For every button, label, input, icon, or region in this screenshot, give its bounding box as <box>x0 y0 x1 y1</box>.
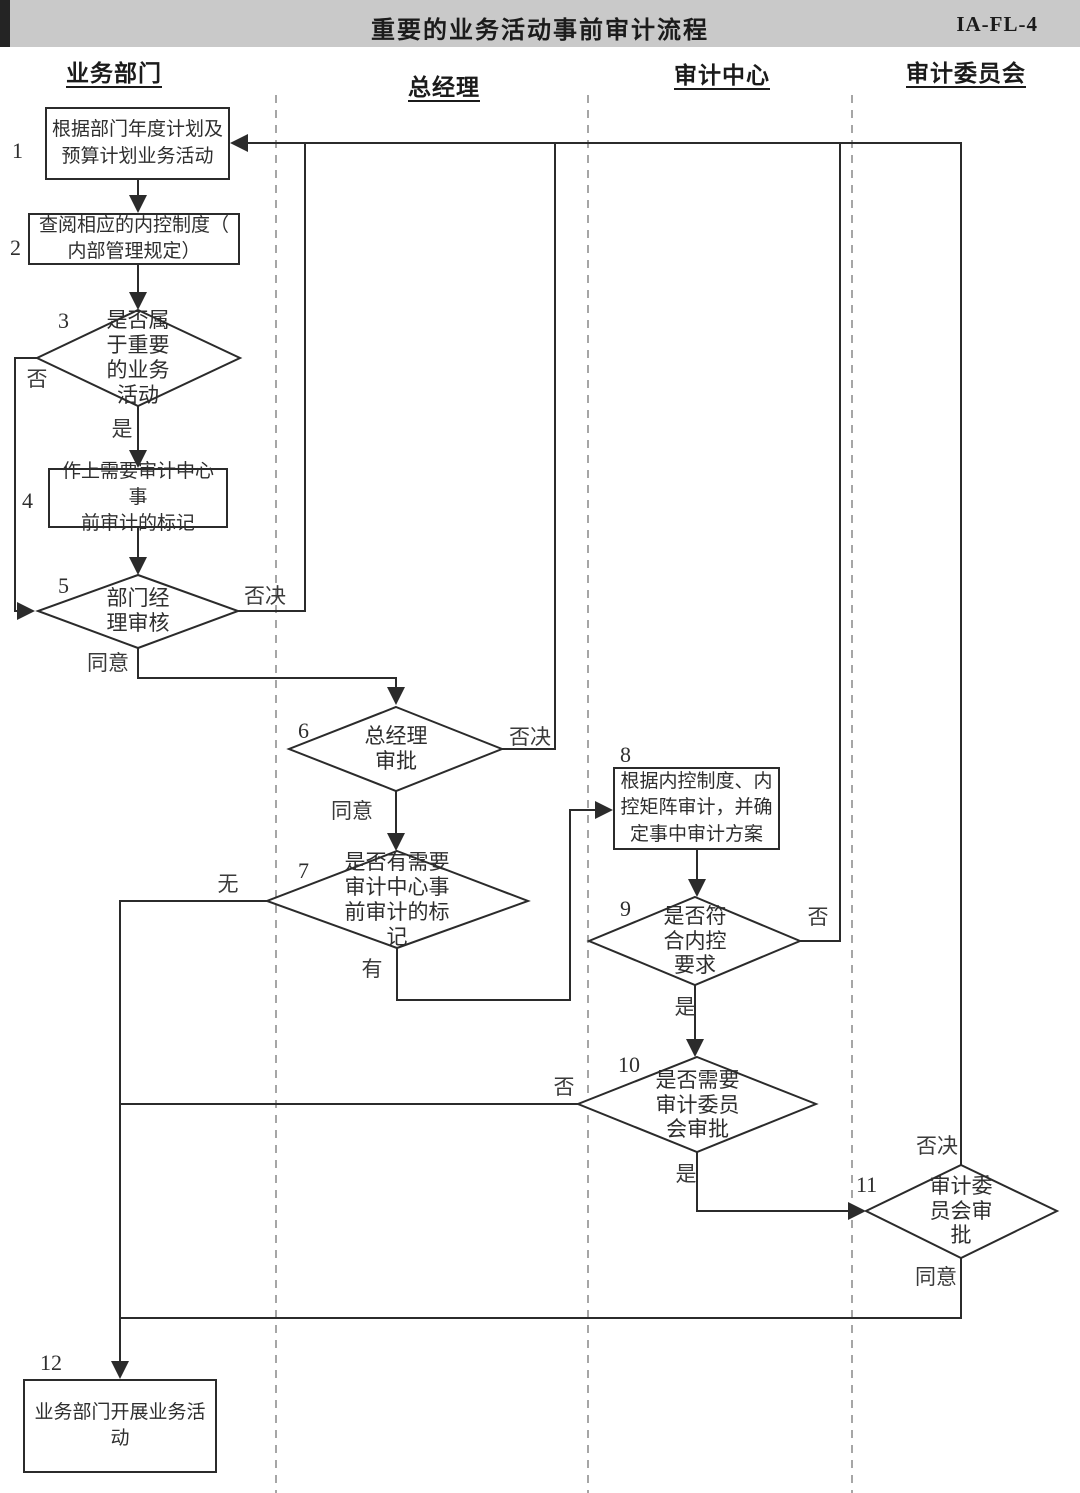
header-band: 重要的业务活动事前审计流程 IA-FL-4 <box>0 0 1080 47</box>
edge-step3-no-step5 <box>14 357 37 620</box>
edge-step7-none-step12 <box>111 900 267 1379</box>
diamond-step7 <box>264 849 531 950</box>
step-6-text: 总经理 审批 <box>364 724 428 773</box>
edge-step10-yes-step11 <box>696 1152 866 1220</box>
branch-label-step9-yes: 是 <box>674 995 696 1019</box>
step-7-text: 是否有需要 审计中心事 前审计的标 记 <box>344 850 450 949</box>
branch-label-step5-reject: 否决 <box>244 584 286 608</box>
step-10-text: 是否需要 审计委员 会审批 <box>655 1067 740 1142</box>
step-4-box: 作上需要审计中心事 前审计的标记 <box>48 461 228 534</box>
step-1-box: 根据部门年度计划及 预算计划业务活动 <box>45 107 230 180</box>
branch-label-step9-no: 否 <box>807 905 829 929</box>
step-8-box: 根据内控制度、内 控矩阵审计，并确 定事中审计方案 <box>613 767 780 850</box>
edge-step5-reject-return <box>238 144 306 612</box>
step-3-number: 3 <box>58 308 69 333</box>
step-2-box: 查阅相应的内控制度（ 内部管理规定） <box>28 213 240 265</box>
step-6-number: 6 <box>298 718 309 743</box>
step-8-number: 8 <box>620 742 631 767</box>
lane-header-audit-center: 审计中心 <box>674 63 770 88</box>
branch-label-step7-none: 无 <box>217 872 239 896</box>
edge-step5-agree-step6 <box>137 648 405 705</box>
diamond-step10 <box>575 1055 819 1154</box>
branch-label-step7-has: 有 <box>361 957 383 981</box>
step-9-text: 是否符 合内控 要求 <box>663 903 727 978</box>
step-1-number: 1 <box>12 138 23 163</box>
edge-step6-reject-return <box>502 144 556 750</box>
edge-step9-no-return <box>800 144 841 942</box>
step-12-number: 12 <box>40 1350 62 1375</box>
branch-label-step10-yes: 是 <box>675 1162 697 1186</box>
step-11-number: 11 <box>856 1172 878 1197</box>
edge-step7-has-step8 <box>396 801 613 1001</box>
diamond-step3 <box>34 308 243 408</box>
step-10-number: 10 <box>618 1052 640 1077</box>
edge-step11-reject-return-step1 <box>230 134 962 1165</box>
edge-step11-agree-step12 <box>121 1258 962 1319</box>
branch-label-step6-agree: 同意 <box>331 799 373 823</box>
lane-header-general-manager: 总经理 <box>408 75 480 100</box>
lane-header-business-dept: 业务部门 <box>66 61 162 86</box>
diamond-step9 <box>586 895 803 987</box>
step-5-text: 部门经 理审核 <box>106 586 170 635</box>
step-9-number: 9 <box>620 896 631 921</box>
branch-label-step6-reject: 否决 <box>509 725 551 749</box>
step-12-box: 业务部门开展业务活 动 <box>23 1379 217 1473</box>
step-7-number: 7 <box>298 858 309 883</box>
branch-label-step3-yes: 是 <box>111 417 133 441</box>
step-3-text: 是否属 于重要 的业务 活动 <box>106 308 170 407</box>
step-2-number: 2 <box>10 235 21 260</box>
step-5-number: 5 <box>58 573 69 598</box>
page-title: 重要的业务活动事前审计流程 <box>371 18 709 44</box>
branch-label-step10-no: 否 <box>553 1075 575 1099</box>
lane-header-audit-committee: 审计委员会 <box>906 61 1026 86</box>
step-11-text: 审计委 员会审 批 <box>929 1173 993 1248</box>
branch-label-step11-reject: 否决 <box>916 1134 958 1158</box>
document-code: IA-FL-4 <box>956 12 1038 36</box>
header-left-mark <box>0 0 10 47</box>
diamond-step6 <box>286 705 505 793</box>
diamond-step5 <box>35 573 241 650</box>
branch-label-step5-agree: 同意 <box>87 651 129 675</box>
step-4-number: 4 <box>22 488 33 513</box>
diamond-step11 <box>863 1163 1060 1260</box>
branch-label-step3-no: 否 <box>26 367 48 391</box>
branch-label-step11-agree: 同意 <box>915 1265 957 1289</box>
